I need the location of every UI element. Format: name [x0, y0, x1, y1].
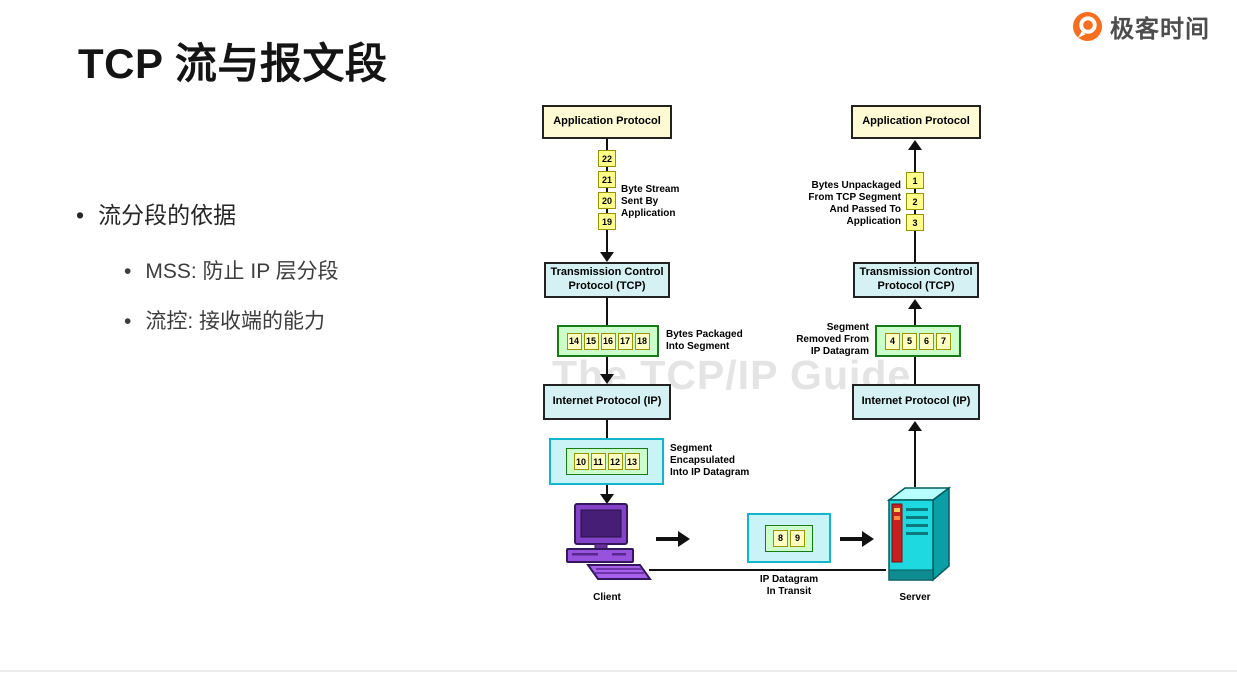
segment-in-transit: 8 9	[765, 524, 813, 552]
bullet-marker: •	[124, 310, 132, 333]
transit-label: IP Datagram In Transit	[759, 574, 819, 597]
brand: 极客时间	[1072, 9, 1210, 44]
tcp-segment-client: 14 15 16 17 18	[557, 325, 659, 357]
segment-byte: 17	[617, 332, 633, 350]
datagram-label-client: Segment Encapsulated Into IP Datagram	[670, 443, 750, 478]
client-computer-icon	[566, 503, 652, 580]
segment-byte: 13	[624, 453, 640, 470]
arrowhead-down-into-ip	[600, 374, 614, 384]
byte-box: 3	[906, 214, 924, 231]
bullet-flow-control: • 流控: 接收端的能力	[124, 305, 325, 335]
segment-byte: 15	[583, 332, 599, 350]
bullet-stream-segmentation: • 流分段的依据	[76, 196, 236, 230]
flow-line-right-server-ip	[914, 430, 916, 487]
tcp-box-server: Transmission Control Protocol (TCP)	[853, 262, 979, 298]
byte-stream-stack-server: 1 2 3	[906, 172, 924, 231]
app-protocol-box-client: Application Protocol	[542, 105, 672, 139]
tcp-box-client: Transmission Control Protocol (TCP)	[544, 262, 670, 298]
byte-box: 22	[598, 150, 616, 167]
arrowhead-up-into-ip	[908, 421, 922, 431]
server-label: Server	[899, 592, 931, 603]
segment-label-client: Bytes Packaged Into Segment	[666, 329, 743, 352]
segment-byte: 4	[885, 332, 900, 350]
byte-box: 2	[906, 193, 924, 210]
segment-byte: 7	[936, 332, 951, 350]
app-protocol-box-server: Application Protocol	[851, 105, 981, 139]
page-title: TCP 流与报文段	[78, 40, 388, 87]
segment-byte: 16	[600, 332, 616, 350]
network-link-line	[649, 569, 886, 571]
ip-datagram-transit: 8 9	[747, 513, 831, 563]
segment-byte: 9	[790, 529, 805, 547]
bullet-marker: •	[76, 202, 85, 228]
segment-byte: 18	[634, 332, 650, 350]
bullet-marker: •	[124, 260, 132, 283]
transit-arrow-right-head	[862, 531, 874, 547]
ip-datagram-client: 10 11 12 13	[549, 438, 664, 485]
transit-arrow-left-shaft	[656, 537, 678, 541]
segment-byte: 8	[773, 529, 788, 547]
ip-box-client: Internet Protocol (IP)	[543, 384, 671, 420]
byte-stream-label-server: Bytes Unpackaged From TCP Segment And Pa…	[808, 180, 901, 227]
segment-byte: 6	[919, 332, 934, 350]
segment-byte: 14	[566, 332, 582, 350]
geektime-logo-icon	[1072, 11, 1103, 42]
arrowhead-down-into-tcp	[600, 252, 614, 262]
bullet-text: MSS: 防止 IP 层分段	[145, 260, 339, 283]
arrowhead-up-into-tcp	[908, 299, 922, 309]
ip-box-server: Internet Protocol (IP)	[852, 384, 980, 420]
arrowhead-down-into-client	[600, 494, 614, 504]
byte-stream-stack-client: 22 21 20 19	[598, 150, 616, 230]
bullet-text: 流分段的依据	[98, 202, 237, 228]
segment-byte: 12	[607, 453, 623, 470]
segment-byte: 10	[573, 453, 589, 470]
tcp-segment-server: 4 5 6 7	[875, 325, 961, 357]
server-icon	[886, 486, 952, 582]
byte-box: 20	[598, 192, 616, 209]
segment-byte: 5	[902, 332, 917, 350]
byte-box: 1	[906, 172, 924, 189]
byte-box: 21	[598, 171, 616, 188]
transit-arrow-right-shaft	[840, 537, 862, 541]
byte-stream-label-client: Byte Stream Sent By Application	[621, 184, 680, 219]
brand-name: 极客时间	[1110, 16, 1210, 43]
arrowhead-up-into-app	[908, 140, 922, 150]
client-label: Client	[593, 592, 621, 603]
segment-in-datagram: 10 11 12 13	[565, 448, 648, 475]
bullet-text: 流控: 接收端的能力	[145, 310, 326, 333]
slide-footer-divider	[0, 670, 1237, 672]
segment-label-server: Segment Removed From IP Datagram	[796, 322, 869, 357]
byte-box: 19	[598, 213, 616, 230]
bullet-mss: • MSS: 防止 IP 层分段	[124, 255, 339, 285]
segment-byte: 11	[590, 453, 606, 470]
transit-arrow-left-head	[678, 531, 690, 547]
